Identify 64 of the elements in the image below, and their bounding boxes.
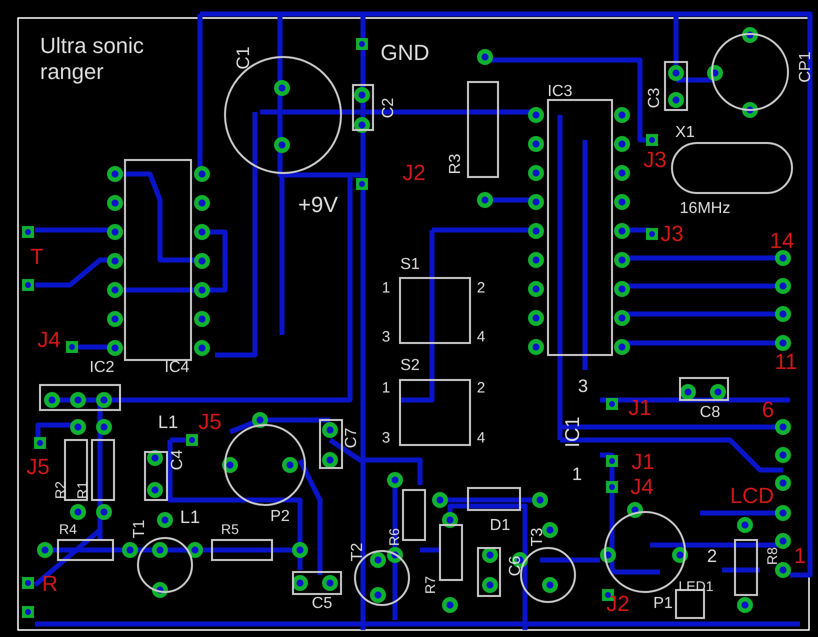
net-label: J3 [643, 149, 667, 171]
pin-number: 3 [382, 430, 390, 446]
net-label: J3 [660, 223, 684, 245]
net-label: GND [380, 42, 430, 64]
pin-number: 6 [762, 399, 774, 421]
board-title: Ultra sonic ranger [40, 33, 145, 86]
component-value: 16MHz [680, 201, 730, 217]
component-label: IC1 [563, 416, 583, 448]
component-label: P1 [653, 596, 673, 612]
pin-number: 2 [707, 547, 717, 565]
component-label: S2 [400, 358, 420, 374]
net-label: J5 [198, 411, 222, 433]
component-label: C5 [312, 596, 332, 612]
net-label: J5 [26, 456, 50, 478]
component-label: T3 [530, 528, 546, 546]
component-label: R2 [53, 481, 67, 499]
component-label: P2 [270, 509, 290, 525]
pin-number: 1 [382, 280, 390, 296]
net-label: R [42, 573, 58, 595]
pin-number: 3 [382, 330, 390, 344]
pin-number: 2 [476, 280, 486, 296]
net-label: J1 [628, 397, 652, 419]
net-label: L1 [180, 508, 200, 526]
component-label: C2 [381, 98, 397, 118]
component-label: C1 [234, 46, 252, 70]
component-label: R8 [765, 547, 779, 565]
component-label: CP1 [798, 51, 814, 83]
component-label: C8 [700, 405, 720, 421]
component-label: R7 [423, 576, 437, 594]
pin-number: 1 [572, 465, 582, 483]
net-label: J2 [402, 162, 426, 184]
pin-number: 14 [770, 230, 794, 252]
net-label: LCD [730, 485, 774, 507]
component-label: D1 [490, 518, 510, 534]
net-label: J4 [630, 476, 654, 498]
pin-number: 4 [476, 330, 486, 344]
component-label: T1 [132, 520, 148, 538]
component-label: R1 [75, 481, 89, 499]
pin-number: 3 [578, 377, 588, 395]
pin-number: 1 [794, 545, 806, 567]
pin-number: 11 [774, 351, 798, 373]
component-label: R5 [221, 522, 239, 536]
net-label: J1 [631, 451, 655, 473]
net-label: T [30, 246, 44, 268]
pin-number: 2 [476, 380, 486, 396]
component-label: C7 [344, 428, 360, 448]
component-label: R6 [387, 528, 401, 546]
component-label: T2 [350, 542, 366, 562]
component-label: R3 [448, 154, 464, 174]
component-label: C4 [170, 450, 186, 470]
net-label: +9V [298, 194, 338, 216]
pin-number: 1 [382, 380, 390, 396]
pin-number: 4 [476, 430, 486, 446]
component-label: X1 [675, 125, 695, 141]
component-label: C3 [647, 88, 663, 108]
component-label: IC4 [164, 360, 190, 376]
net-label: J4 [37, 329, 61, 351]
component-label: IC2 [90, 360, 114, 376]
net-label: L1 [158, 413, 178, 431]
component-label: R4 [59, 522, 77, 536]
component-label: C6 [508, 556, 524, 576]
component-label: IC3 [548, 84, 572, 100]
component-label: S1 [400, 257, 420, 273]
net-label: J2 [606, 593, 630, 615]
